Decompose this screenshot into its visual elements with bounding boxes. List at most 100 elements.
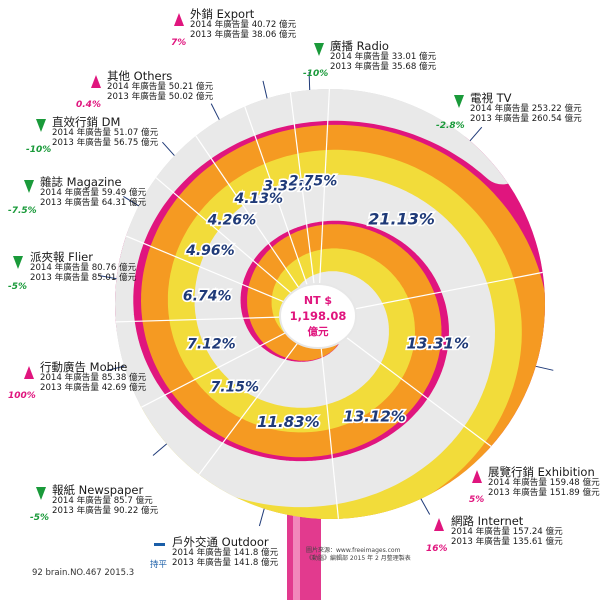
internet-change-wrap: 16% [426,537,448,555]
radio-2014: 2014 年廣告量 33.01 億元 [330,52,437,63]
internet-2013: 2013 年廣告量 135.61 億元 [451,537,563,548]
center-unit: 億元 [308,325,329,338]
export-label: 外銷 Export [190,7,255,21]
newspaper-trend-down-icon [36,487,46,500]
leader-line [262,80,268,99]
internet-2014: 2014 年廣告量 157.24 億元 [451,527,563,538]
slice-percent-label: 2.75% [289,173,338,189]
slice-divider [317,88,330,317]
slice-divider [317,315,339,519]
source-image-credit: 圖片來源：www.freeimages.com [306,547,401,554]
exhibition-2013: 2013 年廣告量 151.89 億元 [488,488,600,499]
leader-line [106,365,125,372]
slice-divider [244,106,319,317]
export-2014: 2014 年廣告量 40.72 億元 [190,20,297,31]
leader-line [152,443,168,456]
mobile-change: 100% [8,391,36,401]
export-change: 7% [171,38,187,48]
leader-line [162,141,175,156]
radio-trend-down-icon [314,43,324,56]
outdoor-change-wrap: 持平 [150,553,167,571]
magazine-label: 雜誌 Magazine [40,175,122,189]
radio-2013: 2013 年廣告量 35.68 億元 [330,62,437,73]
magazine-trend-down-icon [24,180,34,193]
slice-percent-label: 13.12% [343,408,405,426]
tv-2014: 2014 年廣告量 253.22 億元 [470,104,582,115]
flier-label: 派夾報 Flier [30,250,93,264]
tv-trend-down-icon [454,95,464,108]
newspaper-change-wrap: -5% [30,506,49,524]
mobile-2013: 2013 年廣告量 42.69 億元 [40,383,147,394]
slice-divider [289,92,319,317]
outdoor-trend-flat-icon [154,543,165,546]
dm-change-wrap: -10% [26,138,51,156]
outdoor-label: 戶外交通 Outdoor [172,535,269,549]
exhibition-trend-up-icon [472,470,482,483]
newspaper-2014: 2014 年廣告量 85.7 億元 [52,496,153,507]
annotation-dm: 直效行銷 DM 2014 年廣告量 51.07 億元 2013 年廣告量 56.… [52,115,159,149]
internet-change: 16% [426,544,448,554]
slice-percent-label: 3.39% [263,178,312,194]
swirl-band [115,99,545,511]
magazine-change: -7.5% [8,206,37,216]
leader-lines [98,71,554,527]
export-2013: 2013 年廣告量 38.06 億元 [190,30,297,41]
others-2013: 2013 年廣告量 50.02 億元 [107,92,214,103]
newspaper-label: 報紙 Newspaper [52,483,144,497]
outdoor-change: 持平 [150,560,168,570]
annotation-tv: 電視 TV 2014 年廣告量 253.22 億元 2013 年廣告量 260.… [470,91,582,125]
others-trend-up-icon [91,75,101,88]
annotation-export: 外銷 Export 2014 年廣告量 40.72 億元 2013 年廣告量 3… [190,7,297,41]
dm-trend-down-icon [36,119,46,132]
slice-percent-label: 11.83% [257,413,319,431]
candy-swirl [115,89,545,519]
source-credit: 圖片來源：www.freeimages.com 《動腦》編輯部 2015 年 2… [306,547,411,563]
dm-2013: 2013 年廣告量 56.75 億元 [52,138,159,149]
slice-percent-label: 4.26% [207,213,257,229]
magazine-2014: 2014 年廣告量 59.49 億元 [40,188,147,199]
newspaper-change: -5% [30,513,50,523]
leader-line [469,126,483,142]
tv-change-wrap: -2.8% [436,114,465,132]
dm-label: 直效行銷 DM [52,115,121,129]
internet-trend-up-icon [434,518,444,531]
source-editor-credit: 《動腦》編輯部 2015 年 2 月整理製表 [306,555,411,563]
flier-change-wrap: -5% [8,275,27,293]
others-change-wrap: 0.4% [76,93,101,111]
internet-label: 網路 Internet [451,514,524,528]
annotation-mobile: 行動廣告 Mobile 2014 年廣告量 85.38 億元 2013 年廣告量… [40,360,147,394]
center-currency: NT $ [304,294,332,307]
annotation-magazine: 雜誌 Magazine 2014 年廣告量 59.49 億元 2013 年廣告量… [40,175,147,209]
tv-label: 電視 TV [470,91,512,105]
swirl-band [115,89,526,508]
slice-percent-label: 7.15% [211,379,260,395]
flier-trend-down-icon [13,256,23,269]
mobile-label: 行動廣告 Mobile [40,360,128,374]
dm-2014: 2014 年廣告量 51.07 億元 [52,128,159,139]
annotation-newspaper: 報紙 Newspaper 2014 年廣告量 85.7 億元 2013 年廣告量… [52,483,159,517]
slice-percent-label: 21.13% [368,210,435,229]
slice-percent-label: 4.96% [185,243,235,259]
newspaper-2013: 2013 年廣告量 90.22 億元 [52,506,159,517]
annotation-others: 其他 Others 2014 年廣告量 50.21 億元 2013 年廣告量 5… [107,69,214,103]
leader-line [535,365,554,371]
annotation-radio: 廣播 Radio 2014 年廣告量 33.01 億元 2013 年廣告量 35… [330,39,437,73]
leader-line [123,195,139,207]
dm-change: -10% [26,145,52,155]
flier-2014: 2014 年廣告量 80.76 億元 [30,263,137,274]
lollipop-stick-highlight [293,508,300,600]
lollipop-stick [287,508,321,600]
mobile-trend-up-icon [24,366,34,379]
export-change-wrap: 7% [171,31,186,49]
others-2014: 2014 年廣告量 50.21 億元 [107,82,214,93]
annotation-flier: 派夾報 Flier 2014 年廣告量 80.76 億元 2013 年廣告量 8… [30,250,137,284]
flier-change: -5% [8,282,28,292]
center-total-badge [279,283,357,349]
radio-label: 廣播 Radio [330,39,389,53]
slice-divider [195,135,319,317]
leader-line [258,508,265,527]
slice-percent-label: 13.31% [407,335,469,353]
tv-2013: 2013 年廣告量 260.54 億元 [470,114,582,125]
